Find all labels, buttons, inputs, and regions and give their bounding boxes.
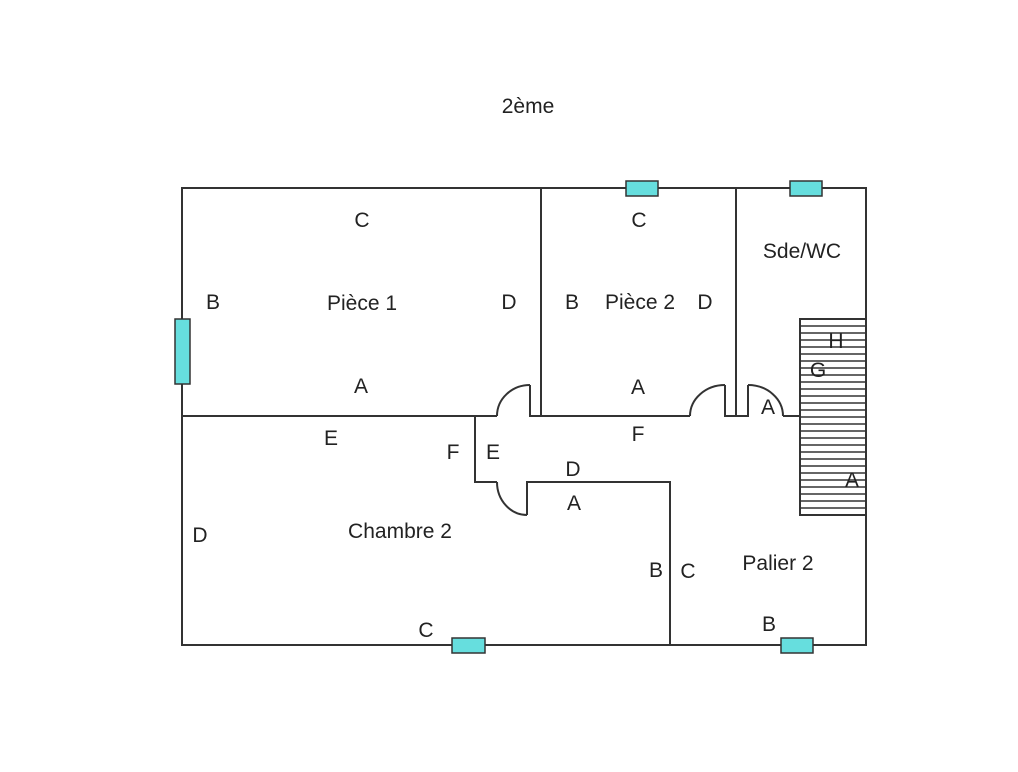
window-piece1 bbox=[174, 318, 191, 385]
window-wc bbox=[789, 180, 823, 197]
room-labels: Pièce 1 Pièce 2 Sde/WC Chambre 2 Palier … bbox=[327, 240, 841, 575]
wall-label: H bbox=[828, 330, 843, 353]
door-piece1 bbox=[496, 384, 531, 417]
wall-label: B bbox=[565, 291, 579, 314]
room-chambre2: Chambre 2 bbox=[348, 520, 452, 543]
wall-label: B bbox=[206, 291, 220, 314]
door-chambre2 bbox=[496, 481, 528, 516]
room-palier2: Palier 2 bbox=[742, 552, 813, 575]
wall-label: C bbox=[631, 209, 646, 232]
wall-label: F bbox=[632, 423, 645, 446]
wall-label: B bbox=[649, 559, 663, 582]
doors bbox=[496, 384, 784, 516]
wall-label: G bbox=[810, 359, 826, 382]
wall-label: A bbox=[761, 396, 775, 419]
wall-label: A bbox=[631, 376, 645, 399]
wall-label: A bbox=[354, 375, 368, 398]
wall-label: C bbox=[418, 619, 433, 642]
wall-label: E bbox=[324, 427, 338, 450]
wall-label: D bbox=[565, 458, 580, 481]
wall-label: A bbox=[845, 469, 859, 492]
window-chambre2 bbox=[451, 637, 486, 654]
door-piece2 bbox=[689, 384, 726, 417]
window-piece2 bbox=[625, 180, 659, 197]
room-sdewc: Sde/WC bbox=[763, 240, 841, 263]
wall-label: C bbox=[354, 209, 369, 232]
room-piece2: Pièce 2 bbox=[605, 291, 675, 314]
wall-label: D bbox=[501, 291, 516, 314]
staircase bbox=[799, 318, 867, 516]
wall-label: B bbox=[762, 613, 776, 636]
wall-label: D bbox=[192, 524, 207, 547]
wall-label: A bbox=[567, 492, 581, 515]
door-wc bbox=[747, 384, 784, 417]
wall-label: D bbox=[697, 291, 712, 314]
wall-label: F bbox=[447, 441, 460, 464]
wall-labels: C B D A C B D A E F D C B A E D F A H G … bbox=[192, 209, 859, 642]
window-palier2 bbox=[780, 637, 814, 654]
wall-label: E bbox=[486, 441, 500, 464]
wall-label: C bbox=[680, 560, 695, 583]
windows bbox=[174, 180, 823, 654]
floor-title: 2ème bbox=[502, 95, 555, 118]
room-piece1: Pièce 1 bbox=[327, 292, 397, 315]
